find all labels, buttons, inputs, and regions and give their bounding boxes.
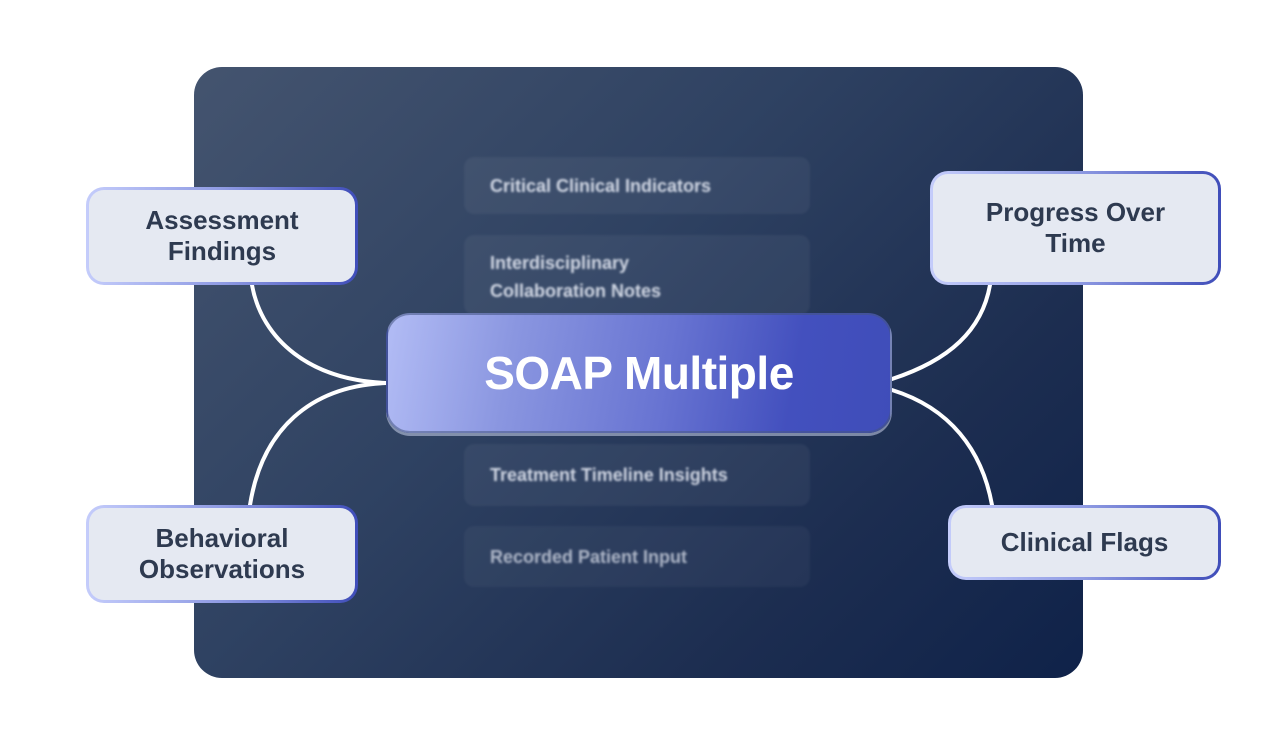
edge-behavioral-observations <box>248 381 388 507</box>
background-card-treatment-timeline-insights: Treatment Timeline Insights <box>464 444 810 506</box>
node-label-line: Progress Over <box>985 197 1166 227</box>
background-card-label: Critical Clinical Indicators <box>490 175 712 196</box>
edge-progress-over-time <box>890 283 992 381</box>
edge-clinical-flags <box>890 388 994 507</box>
node-label-line: Behavioral <box>155 523 289 553</box>
background-card-critical-clinical-indicators: Critical Clinical Indicators <box>464 157 810 214</box>
center-node-soap-multiple[interactable]: SOAP Multiple <box>386 313 892 433</box>
node-label-line: Clinical Flags <box>1000 527 1169 557</box>
node-label-line: Findings <box>167 236 277 266</box>
background-card-label-line: Interdisciplinary <box>490 253 630 273</box>
node-behavioral-observations[interactable]: Behavioral Observations <box>86 505 358 603</box>
node-label-line: Time <box>1045 228 1106 258</box>
background-card-label-line: Collaboration Notes <box>490 281 662 301</box>
background-card-label: Recorded Patient Input <box>490 546 688 567</box>
center-node-label: SOAP Multiple <box>484 347 794 399</box>
node-label-line: Assessment <box>145 205 299 235</box>
node-assessment-findings[interactable]: Assessment Findings <box>86 187 358 285</box>
node-progress-over-time[interactable]: Progress Over Time <box>930 171 1221 285</box>
node-label-line: Observations <box>138 554 306 584</box>
node-clinical-flags[interactable]: Clinical Flags <box>948 505 1221 580</box>
background-card-recorded-patient-input: Recorded Patient Input <box>464 526 810 587</box>
background-card-label: Treatment Timeline Insights <box>490 465 728 485</box>
background-card-interdisciplinary-collaboration-notes: Interdisciplinary Collaboration Notes <box>464 235 810 315</box>
edge-assessment-findings <box>250 283 388 385</box>
